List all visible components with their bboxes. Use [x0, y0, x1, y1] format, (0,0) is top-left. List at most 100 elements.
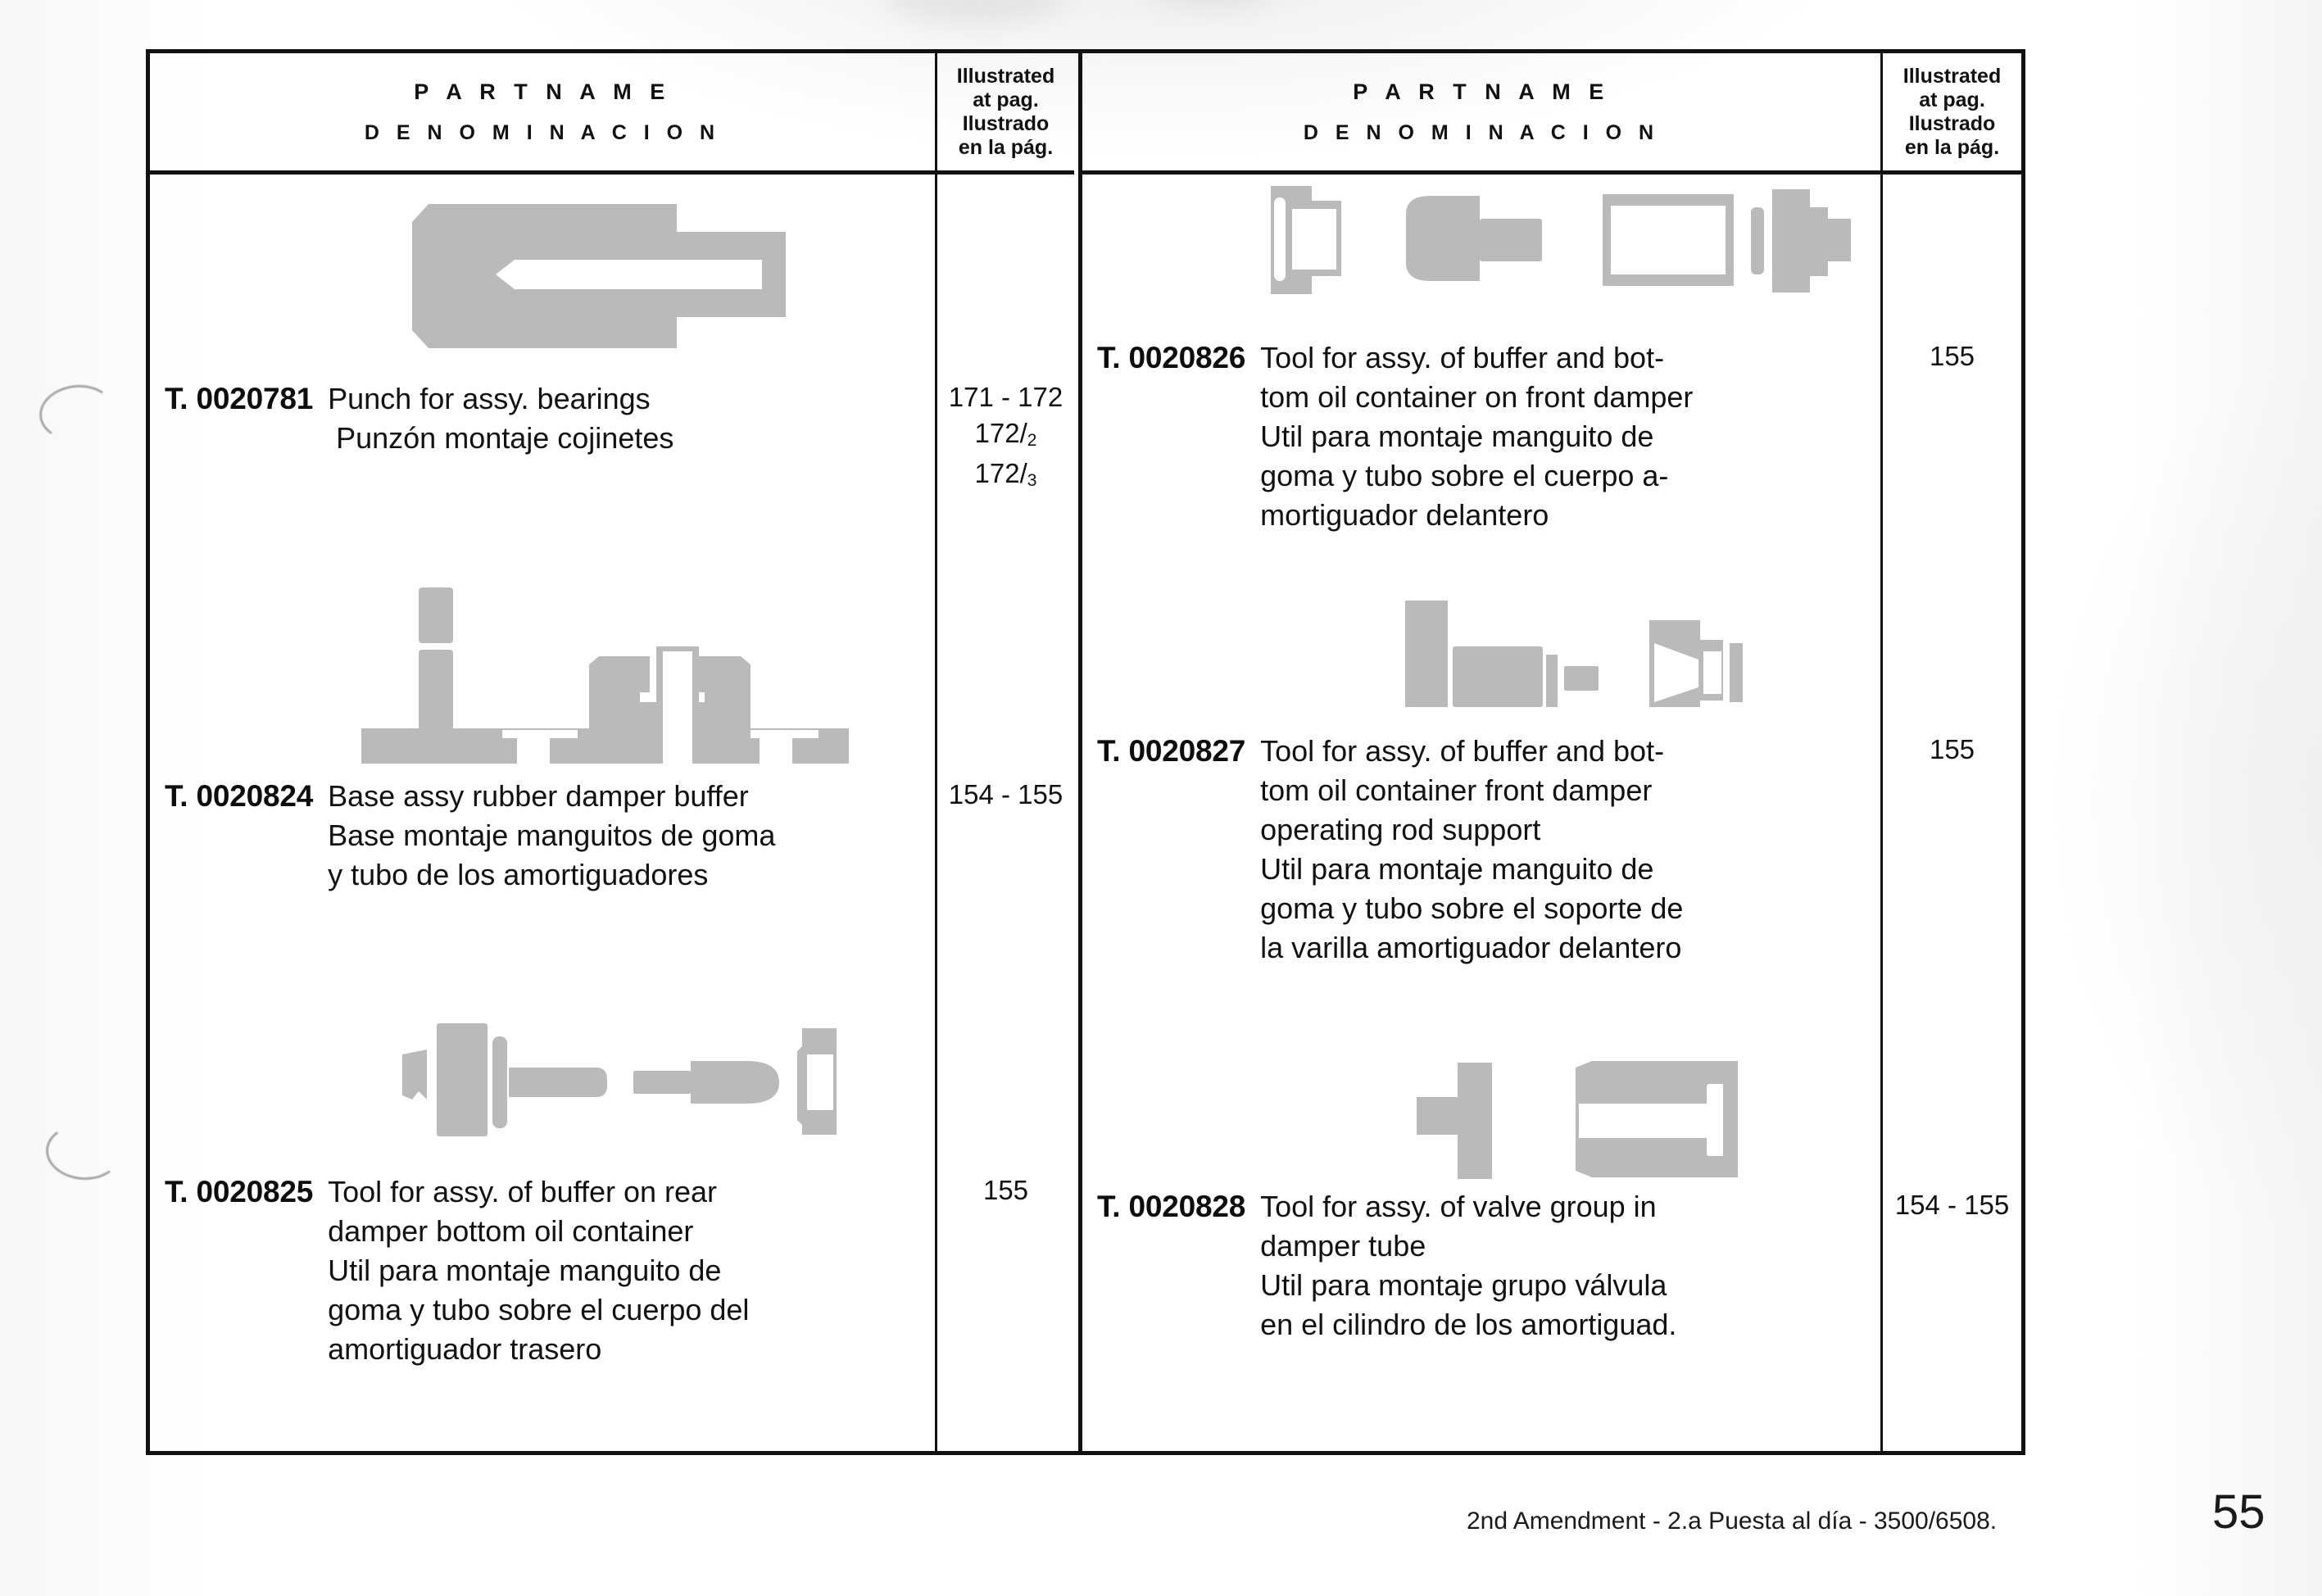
- part-description: Tool for assy. of buffer and bot- tom oi…: [1260, 732, 1874, 968]
- desc-line-es-1: Util para montaje manguito de: [1260, 852, 1654, 886]
- header-part-name-en: P A R T N A M E: [1353, 79, 1610, 104]
- entry-text-0020825: T. 0020825 Tool for assy. of buffer on r…: [165, 1172, 928, 1369]
- desc-line-en-1: Tool for assy. of buffer and bot-: [1260, 341, 1665, 374]
- column-illustrated-page-right: Illustrated at pag. Ilustrado en la pág.…: [1880, 53, 2021, 1451]
- part-description: Base assy rubber damper buffer Base mont…: [328, 777, 928, 895]
- entries-right: T. 0020826 Tool for assy. of buffer and …: [1082, 175, 1880, 1451]
- column-part-name-right: P A R T N A M E D E N O M I N A C I O N: [1082, 53, 1880, 1451]
- page-ref-0020825: 155: [937, 1172, 1074, 1208]
- header-illustrated-l2: at pag.: [1919, 88, 1985, 111]
- header-illustrated-l1: Illustrated: [956, 64, 1055, 88]
- desc-line-en-2: tom oil container on front damper: [1260, 380, 1694, 414]
- page-ref-0020781: 171 - 172 172/2 172/3: [937, 379, 1074, 496]
- table-half-right: P A R T N A M E D E N O M I N A C I O N: [1078, 53, 2025, 1451]
- page-ref-line: 155: [1929, 734, 1975, 764]
- header-illustrated-left: Illustrated at pag. Ilustrado en la pág.: [937, 53, 1074, 175]
- illustration-base-assembly-fixture: [353, 587, 861, 764]
- desc-line-en-1: Tool for assy. of buffer on rear: [328, 1175, 718, 1208]
- part-description: Tool for assy. of buffer on rear damper …: [328, 1172, 928, 1369]
- header-part-name-es: D E N O M I N A C I O N: [364, 120, 721, 144]
- table-row[interactable]: T. 0020827 Tool for assy. of buffer and …: [1082, 568, 1880, 1050]
- illustration-fork-punch-tool: [404, 191, 789, 363]
- entries-left: T. 0020781 Punch for assy. bearings Punz…: [150, 175, 935, 1451]
- desc-line-en-2: tom oil container front damper: [1260, 773, 1653, 807]
- header-illustrated-l4: en la pág.: [958, 135, 1054, 159]
- desc-line-es-3: amortiguador trasero: [328, 1332, 602, 1366]
- part-number: T. 0020781: [165, 382, 314, 415]
- desc-line-en-2: damper bottom oil container: [328, 1214, 694, 1248]
- header-part-name-es: D E N O M I N A C I O N: [1303, 120, 1660, 144]
- header-illustrated-l3: Ilustrado: [962, 111, 1050, 135]
- entry-text-0020826: T. 0020826 Tool for assy. of buffer and …: [1097, 338, 1874, 535]
- entry-text-0020828: T. 0020828 Tool for assy. of valve group…: [1097, 1187, 1874, 1344]
- scan-smudge-top-left: [885, 0, 1065, 25]
- table-row[interactable]: T. 0020824 Base assy rubber damper buffe…: [150, 568, 935, 994]
- part-number: T. 0020825: [165, 1175, 314, 1208]
- column-part-name-left: P A R T N A M E D E N O M I N A C I O N: [150, 53, 935, 1451]
- page-ref-line: 154 - 155: [948, 779, 1063, 809]
- page-refs-left: 171 - 172 172/2 172/3 154 - 155 155: [937, 175, 1074, 1451]
- page-ref-0020824: 154 - 155: [937, 777, 1074, 813]
- table-row[interactable]: T. 0020825 Tool for assy. of buffer on r…: [150, 994, 935, 1459]
- desc-line-es-1: Punzón montaje cojinetes: [336, 421, 674, 455]
- binder-hole-upper: [36, 381, 118, 445]
- page-ref-0020827: 155: [1883, 732, 2021, 768]
- header-part-name-right: P A R T N A M E D E N O M I N A C I O N: [1082, 53, 1880, 175]
- page-ref-0020826: 155: [1883, 338, 2021, 374]
- desc-line-es-3: la varilla amortiguador delantero: [1260, 931, 1682, 964]
- desc-line-en-1: Punch for assy. bearings: [328, 382, 651, 415]
- illustration-buffer-assy-tool-rear: [388, 1013, 846, 1145]
- page-ref-line: 154 - 155: [1894, 1190, 2010, 1220]
- scan-smudge-top-right: [1147, 0, 1278, 10]
- page-number: 55: [2212, 1485, 2265, 1539]
- desc-line-es-1: Util para montaje manguito de: [328, 1254, 722, 1287]
- header-illustrated-l1: Illustrated: [1902, 64, 2002, 88]
- desc-line-es-3: mortiguador delantero: [1260, 498, 1549, 532]
- footer-note: 2nd Amendment - 2.a Puesta al día - 3500…: [1467, 1508, 1998, 1535]
- table-row[interactable]: T. 0020781 Punch for assy. bearings Punz…: [150, 175, 935, 568]
- part-description: Punch for assy. bearings Punzón montaje …: [328, 379, 928, 458]
- entry-text-0020781: T. 0020781 Punch for assy. bearings Punz…: [165, 379, 928, 458]
- part-number: T. 0020826: [1097, 341, 1246, 374]
- column-illustrated-page-left: Illustrated at pag. Ilustrado en la pág.…: [935, 53, 1074, 1451]
- header-illustrated-l4: en la pág.: [1904, 135, 2000, 159]
- page-ref-line: 171 - 172: [948, 382, 1063, 412]
- part-description: Tool for assy. of valve group in damper …: [1260, 1187, 1874, 1344]
- page-ref-0020828: 154 - 155: [1883, 1187, 2021, 1223]
- desc-line-es-2: goma y tubo sobre el cuerpo del: [328, 1293, 750, 1326]
- desc-line-en-1: Base assy rubber damper buffer: [328, 779, 749, 813]
- part-description: Tool for assy. of buffer and bot- tom oi…: [1260, 338, 1874, 535]
- page-ref-line: 172/2: [974, 418, 1037, 450]
- page-ref-line: 155: [982, 1175, 1029, 1205]
- header-illustrated-l2: at pag.: [973, 88, 1039, 111]
- header-illustrated-right: Illustrated at pag. Ilustrado en la pág.: [1883, 53, 2021, 175]
- desc-line-es-2: goma y tubo sobre el soporte de: [1260, 891, 1684, 925]
- binder-hole-lower: [43, 1121, 124, 1183]
- desc-line-es-2: en el cilindro de los amortiguad.: [1260, 1308, 1677, 1341]
- page-ref-line: 155: [1929, 341, 1975, 371]
- header-illustrated-l3: Ilustrado: [1908, 111, 1996, 135]
- illustration-rod-support-tool-set: [1379, 592, 1764, 707]
- desc-line-es-2: goma y tubo sobre el cuerpo a-: [1260, 459, 1669, 492]
- page-ref-line: 172/3: [974, 458, 1037, 490]
- desc-line-es-2: y tubo de los amortiguadores: [328, 858, 709, 891]
- page-refs-right: 155 155 154 - 155: [1883, 175, 2021, 1451]
- parts-table: P A R T N A M E D E N O M I N A C I O N: [146, 49, 2025, 1455]
- table-row[interactable]: T. 0020828 Tool for assy. of valve group…: [1082, 1050, 1880, 1459]
- header-part-name-left: P A R T N A M E D E N O M I N A C I O N: [150, 53, 935, 175]
- part-number: T. 0020827: [1097, 734, 1246, 768]
- part-number: T. 0020828: [1097, 1190, 1246, 1223]
- desc-line-es-1: Util para montaje manguito de: [1260, 419, 1654, 453]
- illustration-buffer-container-tool-set: [1263, 171, 1853, 311]
- table-row[interactable]: T. 0020826 Tool for assy. of buffer and …: [1082, 175, 1880, 568]
- entry-text-0020827: T. 0020827 Tool for assy. of buffer and …: [1097, 732, 1874, 968]
- illustration-valve-group-tool-set: [1402, 1058, 1787, 1181]
- desc-line-en-1: Tool for assy. of buffer and bot-: [1260, 734, 1665, 768]
- desc-line-en-3: operating rod support: [1260, 813, 1541, 846]
- entry-text-0020824: T. 0020824 Base assy rubber damper buffe…: [165, 777, 928, 895]
- desc-line-en-2: damper tube: [1260, 1229, 1426, 1263]
- desc-line-es-1: Util para montaje grupo válvula: [1260, 1268, 1667, 1302]
- table-half-left: P A R T N A M E D E N O M I N A C I O N: [146, 53, 1074, 1451]
- desc-line-en-1: Tool for assy. of valve group in: [1260, 1190, 1657, 1223]
